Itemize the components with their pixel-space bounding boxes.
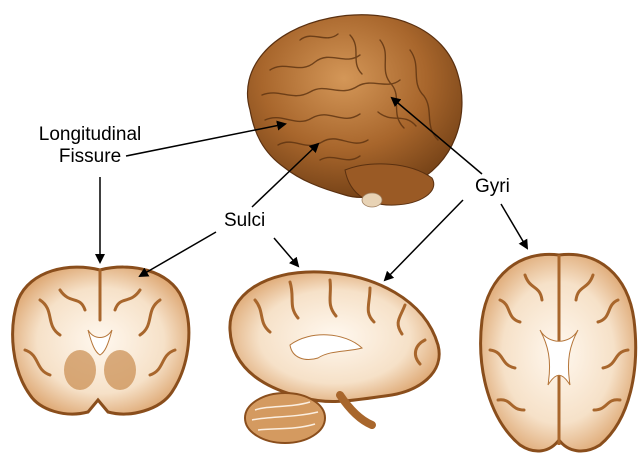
coronal-slice-image: [13, 267, 189, 414]
sulci-label: Sulci: [224, 210, 265, 232]
lateral-3d-brain-image: [248, 15, 462, 207]
arrow-gyri-to-sagittal: [385, 200, 463, 280]
gyri-label: Gyri: [475, 176, 510, 198]
arrow-sulci-to-coronal: [140, 232, 216, 276]
arrow-gyri-to-axial: [501, 204, 527, 248]
sagittal-slice-image: [230, 272, 439, 443]
longitudinal-label-line1: Longitudinal: [39, 124, 141, 145]
longitudinal-fissure-label: Longitudinal Fissure: [30, 124, 150, 168]
longitudinal-label-line2: Fissure: [59, 146, 121, 167]
axial-slice-image: [481, 254, 636, 451]
arrow-sulci-to-sagittal: [274, 238, 298, 266]
